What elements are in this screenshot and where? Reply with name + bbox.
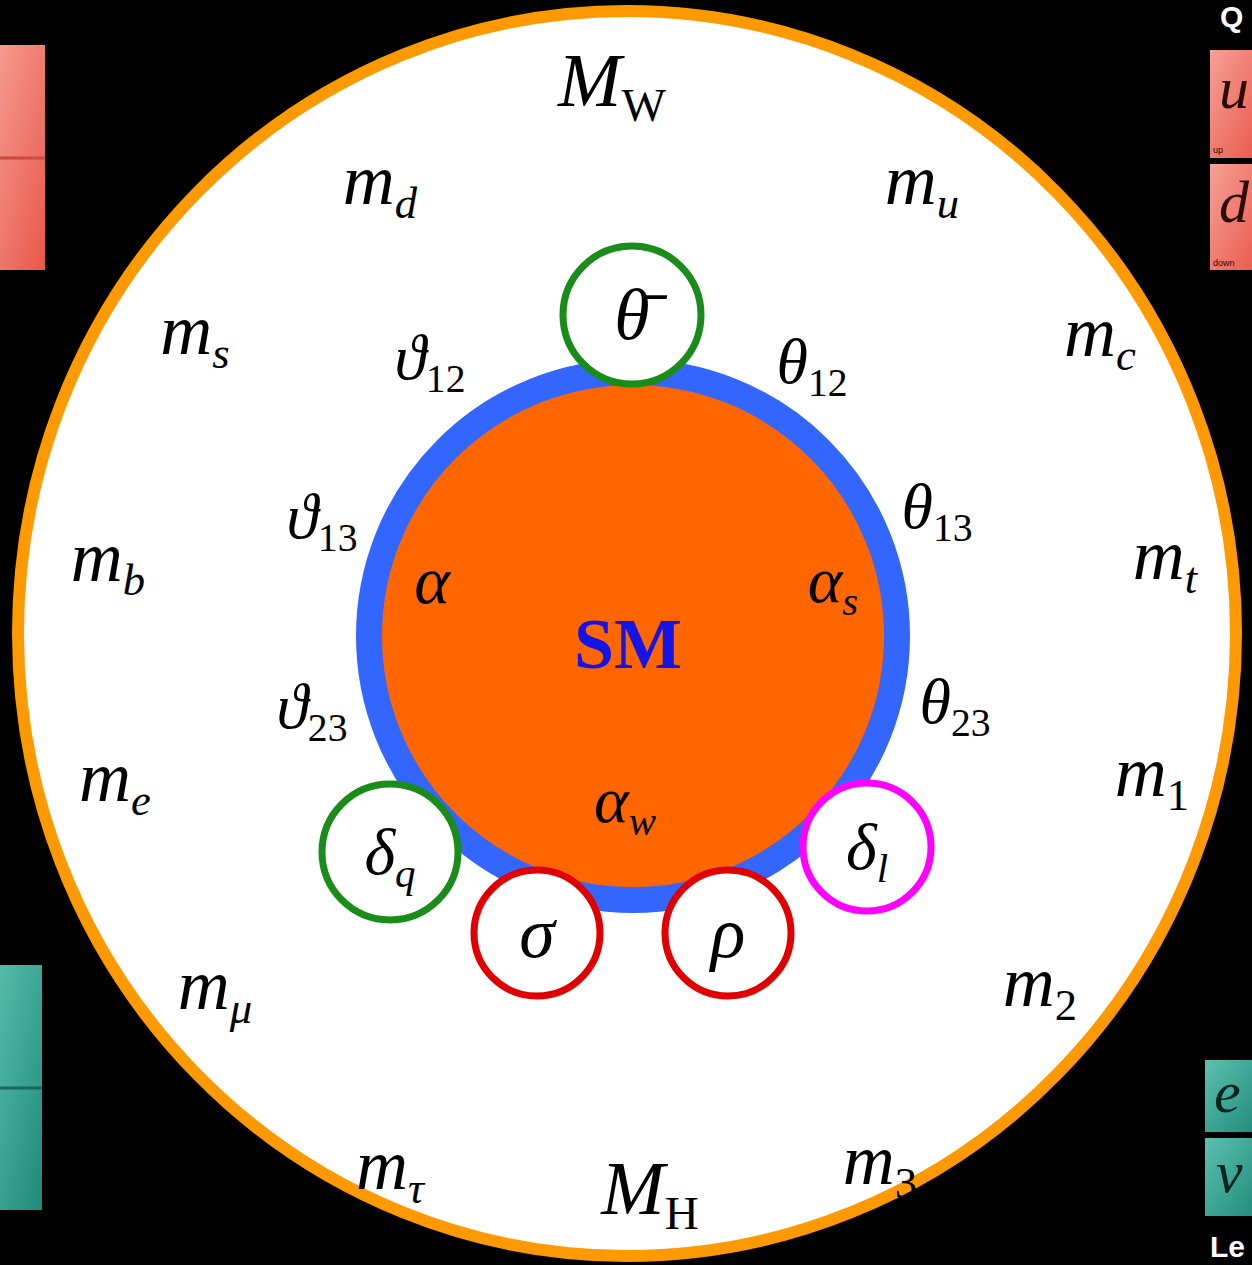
- subscript: b: [123, 555, 145, 605]
- cube-edge: [0, 1087, 42, 1090]
- subscript: s: [842, 579, 858, 624]
- parameter-symbol: mc: [1064, 296, 1136, 368]
- subscript: e: [131, 775, 151, 825]
- cropped-label: up: [1213, 146, 1223, 155]
- parameter-symbol: mu: [885, 144, 959, 216]
- parameter-symbol: md: [343, 144, 417, 216]
- subscript: t: [1185, 553, 1197, 603]
- model-label: SM: [574, 608, 682, 680]
- parameter-circle: θ̄: [559, 242, 705, 388]
- parameter-symbol: MH: [601, 1150, 698, 1226]
- subscript: 12: [426, 357, 466, 401]
- parameter-symbol: ms: [160, 294, 229, 366]
- cropped-label: u: [1219, 58, 1249, 118]
- subscript: H: [665, 1187, 699, 1239]
- subscript: μ: [230, 983, 252, 1033]
- parameter-symbol: m3: [843, 1124, 917, 1196]
- lepton-cube: [0, 965, 42, 1210]
- cube-edge: [0, 157, 45, 160]
- subscript: u: [937, 178, 959, 228]
- parameter-symbol: θ12: [776, 330, 847, 394]
- cropped-label: ν: [1216, 1142, 1243, 1202]
- highlight-circle: [474, 870, 600, 996]
- parameter-symbol: θ23: [919, 670, 990, 734]
- parameter-symbol: mt: [1133, 519, 1197, 591]
- parameter-symbol: mμ: [178, 949, 252, 1021]
- parameter-circle: δq: [318, 780, 462, 924]
- cropped-label: Q: [1220, 2, 1243, 32]
- subscript: W: [621, 79, 665, 131]
- subscript: 2: [1055, 980, 1077, 1030]
- subscript: 13: [318, 516, 358, 560]
- subscript: 12: [808, 361, 848, 405]
- quark-tile: [1210, 50, 1252, 158]
- parameter-symbol: δl: [846, 814, 888, 880]
- cropped-label: e: [1214, 1062, 1241, 1122]
- parameter-symbol: ϑ13: [286, 485, 357, 549]
- subscript: 13: [933, 506, 973, 550]
- parameter-symbol: θ13: [901, 475, 972, 539]
- outer-ellipse: [18, 11, 1236, 1256]
- parameter-symbol: αs: [808, 547, 859, 613]
- quark-tile: [1210, 164, 1252, 270]
- parameter-symbol: σ: [519, 897, 555, 969]
- parameter-symbol: ϑ23: [276, 675, 347, 739]
- subscript: 1: [1167, 770, 1189, 820]
- subscript: 23: [308, 706, 348, 750]
- parameter-circle: δl: [799, 779, 935, 915]
- parameter-circle: ρ: [661, 866, 795, 1000]
- subscript: d: [395, 178, 417, 228]
- parameter-symbol: m2: [1003, 946, 1077, 1018]
- parameter-symbol: me: [79, 741, 151, 813]
- parameter-symbol: mτ: [356, 1129, 424, 1201]
- cropped-label: down: [1213, 259, 1235, 268]
- lepton-tile: [1205, 1060, 1252, 1132]
- subscript: 23: [951, 701, 991, 745]
- parameter-symbol: ρ: [711, 897, 746, 969]
- parameter-circle: σ: [470, 866, 604, 1000]
- parameter-symbol: mb: [71, 521, 145, 593]
- subscript: c: [1116, 330, 1136, 380]
- parameter-symbol: δq: [364, 819, 415, 885]
- subscript: q: [395, 851, 415, 896]
- subscript: l: [877, 846, 888, 891]
- subscript: τ: [408, 1163, 424, 1213]
- highlight-circle: [665, 870, 791, 996]
- parameter-symbol: ϑ12: [394, 326, 465, 390]
- highlight-circle: [563, 246, 701, 384]
- parameter-symbol: α: [414, 546, 450, 614]
- subscript: 3: [895, 1158, 917, 1208]
- highlight-circle: [322, 784, 458, 920]
- parameter-symbol: αw: [594, 767, 656, 833]
- cropped-label: d: [1219, 172, 1249, 232]
- quark-cube: [0, 45, 45, 270]
- lepton-tile: [1205, 1138, 1252, 1216]
- cropped-label: Le: [1210, 1232, 1245, 1262]
- subscript: w: [629, 799, 656, 844]
- highlight-circle: [803, 783, 931, 911]
- parameter-ring: MW md mu ms mc mb mt me m1 mμ m2 mτ MH m3 ϑ12 θ12 ϑ13 θ13…: [12, 5, 1242, 1262]
- parameter-symbol: m1: [1115, 736, 1189, 808]
- parameter-symbol: MW: [558, 42, 666, 118]
- parameter-symbol: θ̄: [614, 279, 649, 351]
- subscript: s: [212, 328, 229, 378]
